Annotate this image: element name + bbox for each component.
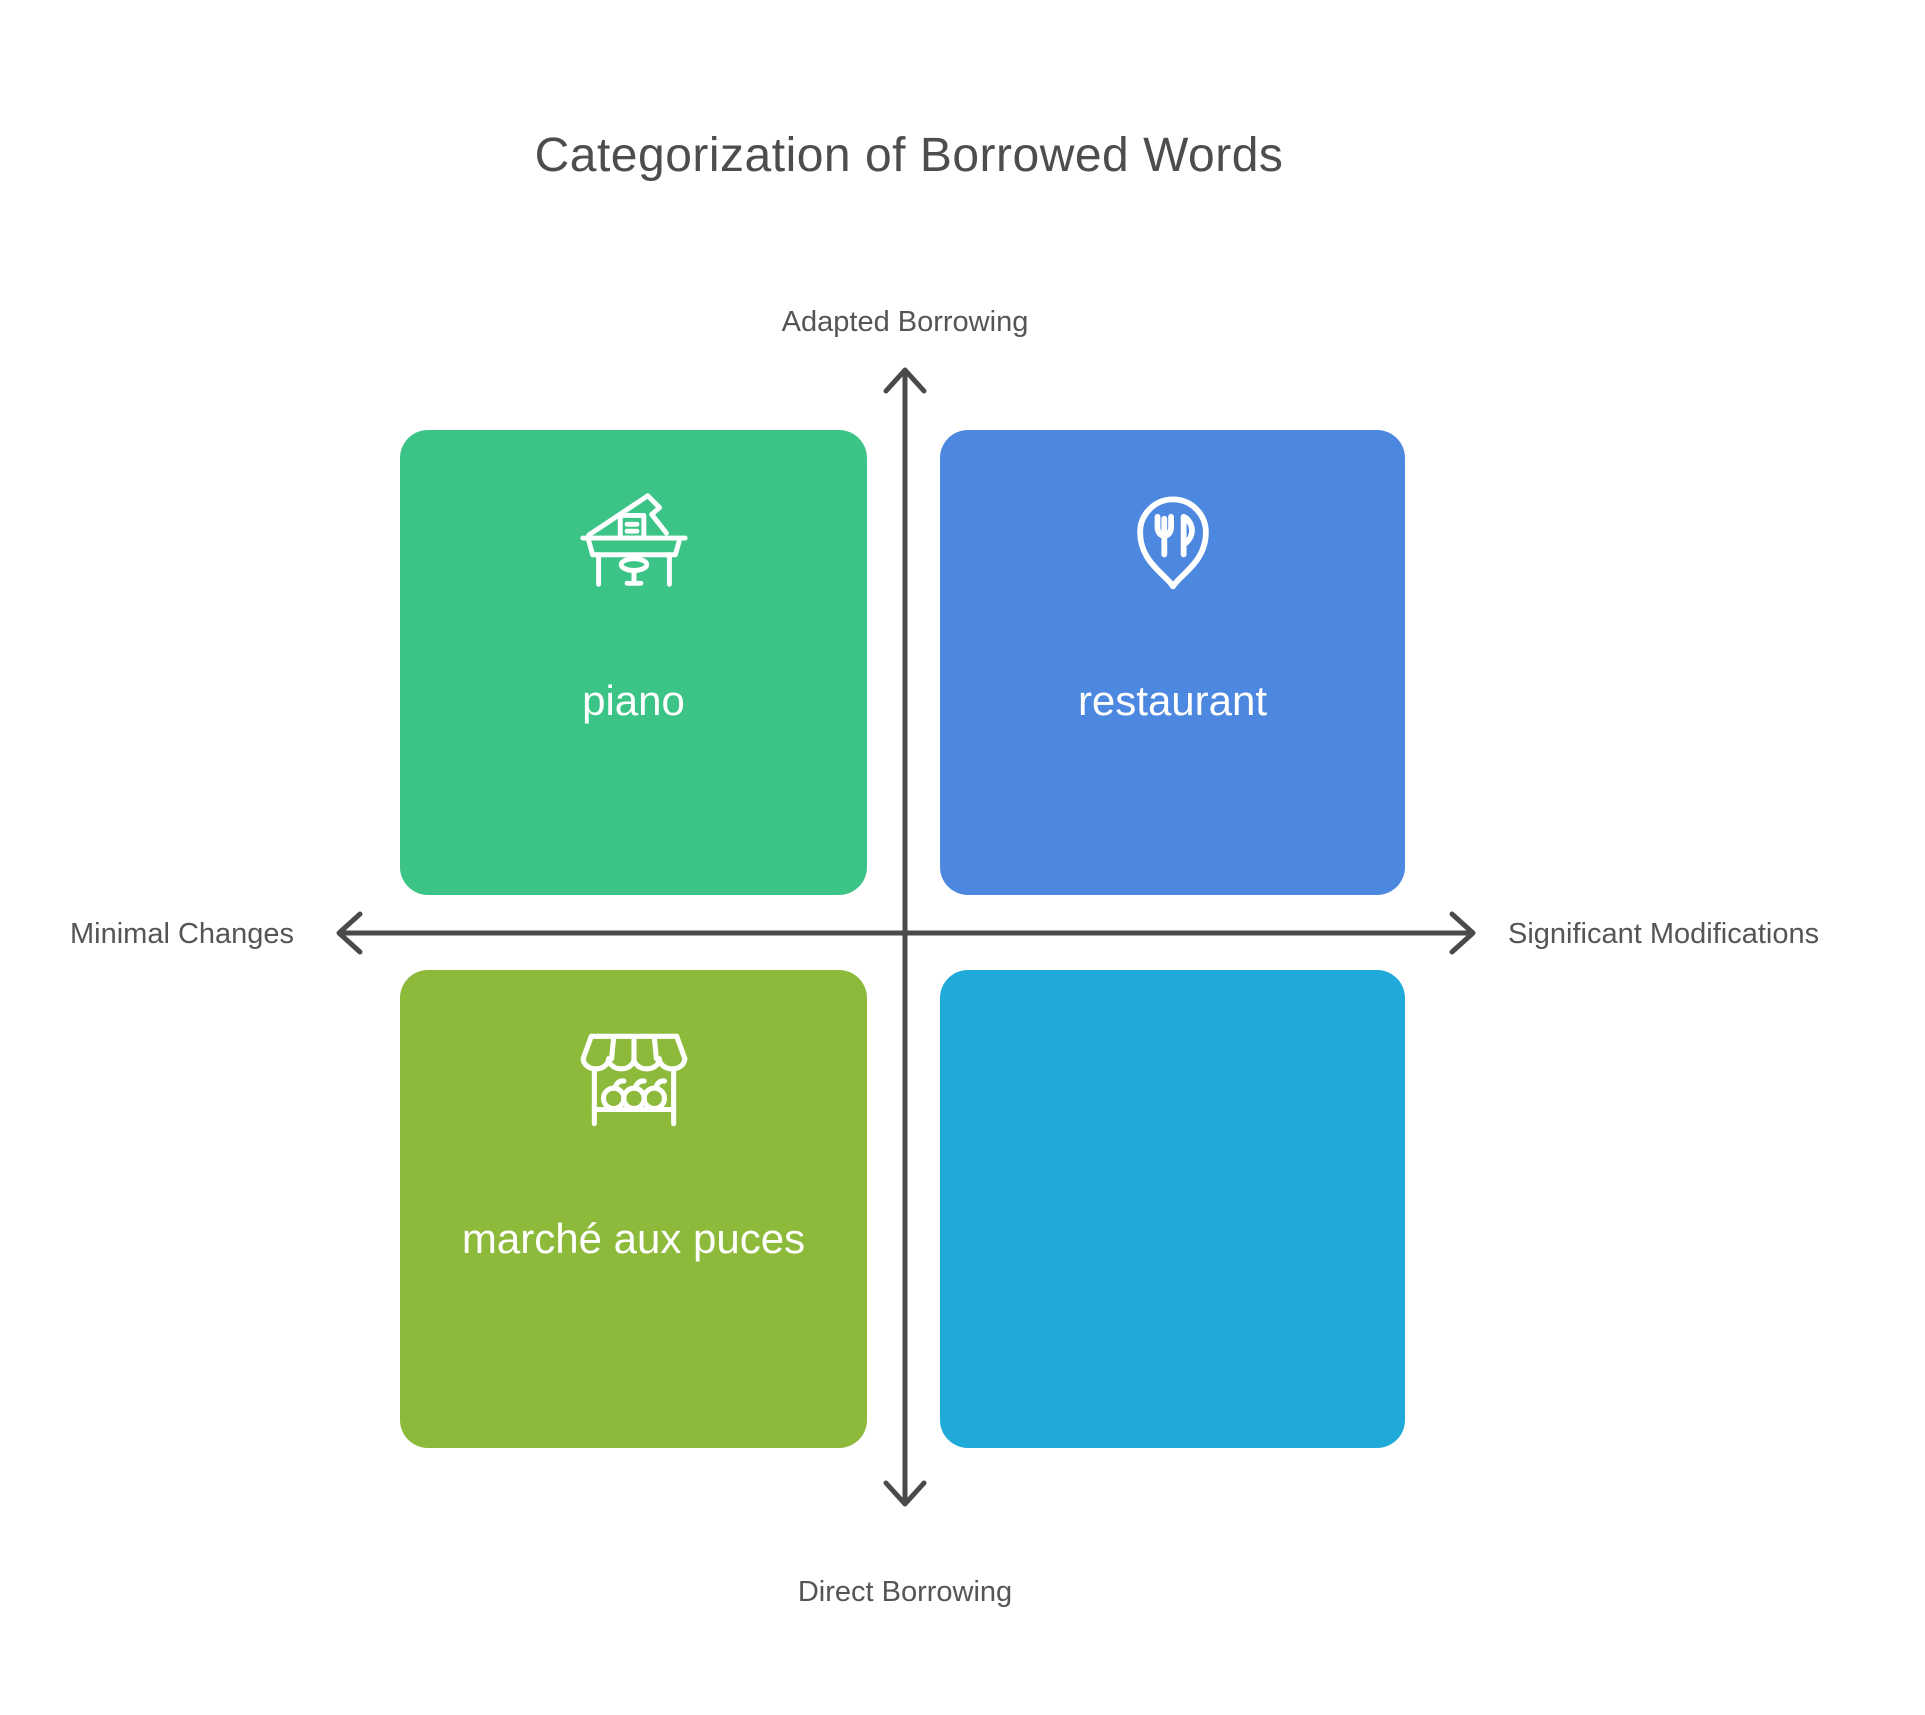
right-arrowhead-icon — [1449, 911, 1476, 955]
quadrant-label: restaurant — [1077, 677, 1268, 724]
page-title: Categorization of Borrowed Words — [534, 129, 1284, 182]
grand-piano-icon — [575, 482, 693, 600]
quadrant-label: piano — [582, 677, 685, 724]
quadrant-bottom-left: marché aux puces — [400, 970, 867, 1448]
axis-label-right: Significant Modifications — [1508, 918, 1820, 950]
axis-label-left: Minimal Changes — [70, 918, 295, 950]
quadrant-top-left: piano — [400, 430, 867, 895]
left-arrowhead-icon — [336, 911, 363, 955]
axis-label-top: Adapted Borrowing — [781, 306, 1029, 338]
down-arrowhead-icon — [883, 1480, 927, 1507]
axis-label-bottom: Direct Borrowing — [797, 1576, 1013, 1608]
quadrant-label: marché aux puces — [461, 1215, 806, 1262]
up-arrowhead-icon — [883, 367, 927, 394]
quadrant-top-right: restaurant — [940, 430, 1405, 895]
restaurant-location-pin-icon — [1115, 482, 1231, 598]
quadrant-bottom-right — [940, 970, 1405, 1448]
market-stall-icon — [573, 1018, 695, 1140]
